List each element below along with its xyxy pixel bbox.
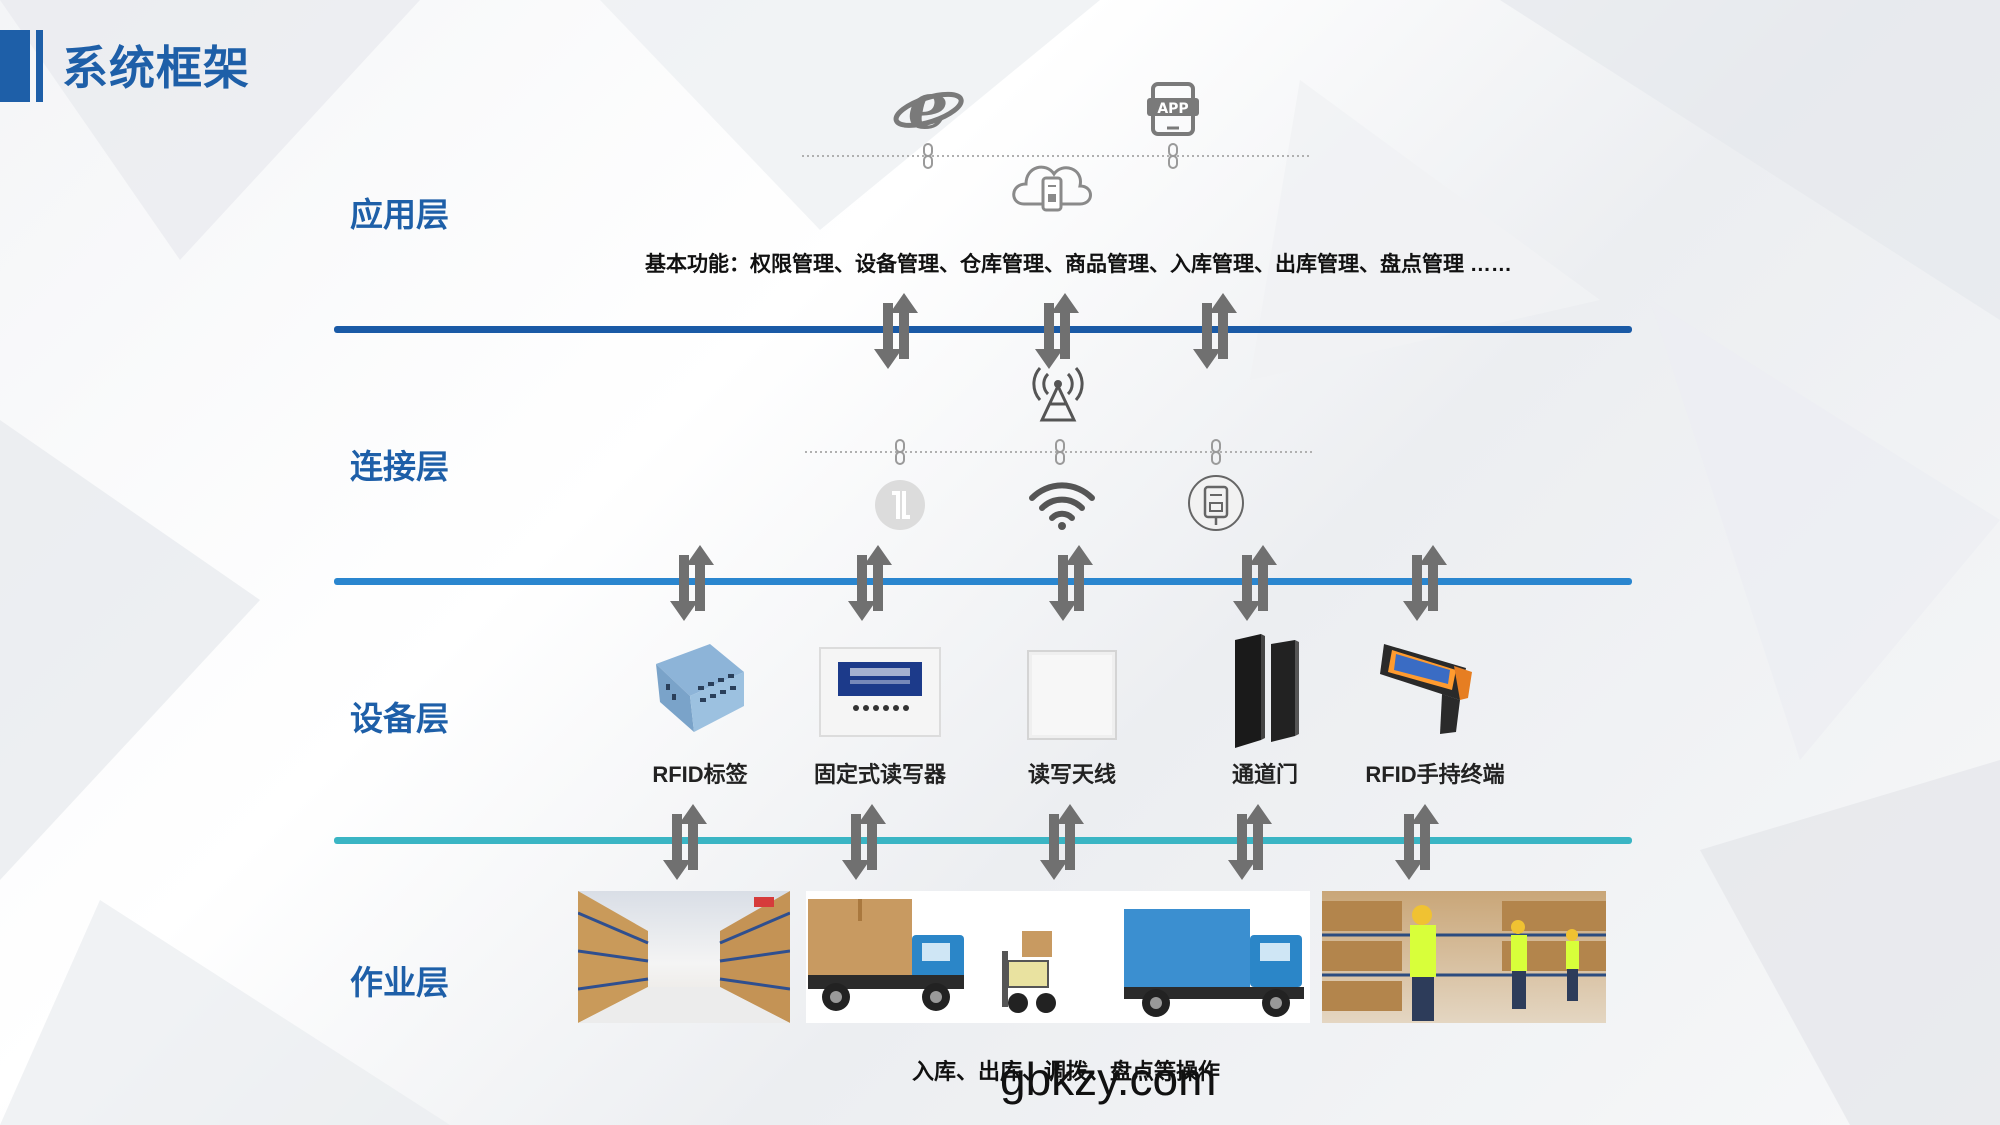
signal-tower-icon (1032, 367, 1084, 422)
app-functions-text: 基本功能：权限管理、设备管理、仓库管理、商品管理、入库管理、出库管理、盘点管理 … (645, 253, 1512, 276)
channel-gate-image (1235, 634, 1299, 748)
operations-text: 入库、出库、调拨、盘点等操作 (912, 1059, 1221, 1084)
double-arrow-icon (1228, 804, 1272, 880)
device-label-fixed-reader: 固定式读写器 (813, 762, 947, 787)
watermark-text: gbkzy.com (1000, 1053, 1217, 1105)
chain-icon (1211, 439, 1221, 465)
chain-icon (923, 143, 933, 169)
layer-label-app: 应用层 (350, 196, 449, 233)
chain-icon (895, 439, 905, 465)
double-arrow-icon (670, 545, 714, 621)
device-label-antenna: 读写天线 (1027, 762, 1117, 787)
svg-text:APP: APP (1157, 101, 1188, 117)
ethernet-icon (875, 480, 925, 530)
fixed-reader-image (819, 647, 941, 737)
device-label-rfid-tag: RFID标签 (652, 762, 748, 787)
double-arrow-icon (874, 293, 918, 369)
divider-device (334, 837, 1632, 844)
cloud-phone-icon (1012, 165, 1092, 212)
warehouse-workers-image (1322, 891, 1606, 1023)
double-arrow-icon (848, 545, 892, 621)
chain-icon (1055, 439, 1065, 465)
divider-app (334, 326, 1632, 333)
double-arrow-icon (1040, 804, 1084, 880)
layer-label-connect: 连接层 (350, 448, 449, 485)
svg-text:e: e (908, 69, 949, 144)
handheld-terminal-image (1380, 644, 1472, 734)
double-arrow-icon (1035, 293, 1079, 369)
double-arrow-icon (663, 804, 707, 880)
rfid-tag-image (656, 644, 744, 732)
layer-label-work: 作业层 (350, 964, 449, 1001)
double-arrow-icon (1233, 545, 1277, 621)
double-arrow-icon (1049, 545, 1093, 621)
wifi-icon (1029, 482, 1095, 530)
ie-browser-icon: e (893, 69, 964, 144)
double-arrow-icon (1395, 804, 1439, 880)
page-title: 系统框架 (62, 42, 250, 94)
title-accent-block (0, 30, 30, 102)
chain-icon (1168, 143, 1178, 169)
layer-label-device: 设备层 (350, 700, 449, 737)
double-arrow-icon (1193, 293, 1237, 369)
device-label-handheld: RFID手持终端 (1365, 762, 1505, 787)
antenna-image (1027, 650, 1117, 740)
serial-port-icon (1188, 475, 1244, 531)
logistics-trucks-image (806, 891, 1310, 1023)
double-arrow-icon (842, 804, 886, 880)
device-label-channel-gate: 通道门 (1231, 762, 1299, 787)
divider-connect (334, 578, 1632, 585)
title-accent-line (36, 30, 43, 102)
warehouse-aisle-image (578, 891, 790, 1023)
app-mobile-icon: APP (1147, 82, 1199, 136)
double-arrow-icon (1403, 545, 1447, 621)
